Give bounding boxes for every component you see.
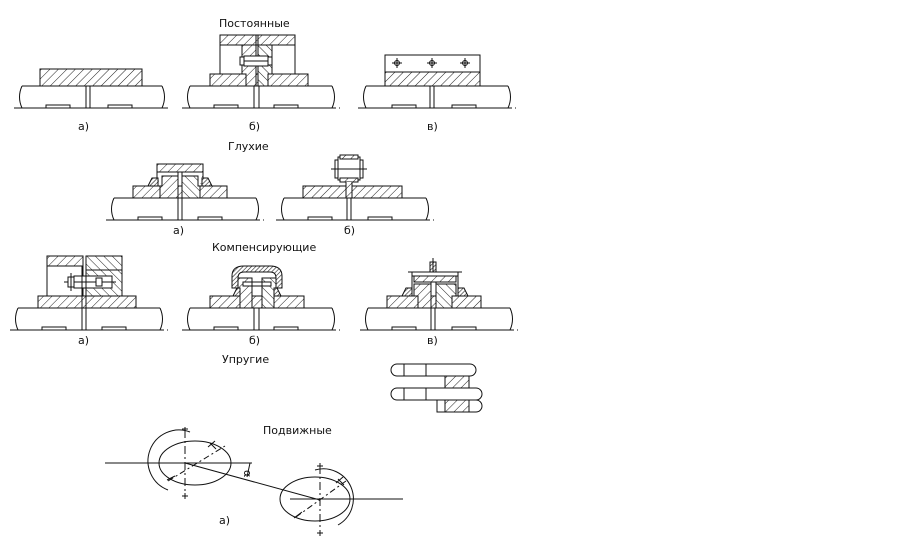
label-compensating-a: а) bbox=[78, 334, 89, 347]
heading-movable: Подвижные bbox=[263, 424, 332, 437]
label-rigid-a: а) bbox=[173, 224, 184, 237]
compensating-a-drawing bbox=[10, 255, 168, 331]
label-permanent-v: в) bbox=[427, 120, 438, 133]
label-rigid-b: б) bbox=[344, 224, 355, 237]
heading-elastic: Упругие bbox=[222, 353, 269, 366]
universal-joint-drawing bbox=[105, 427, 403, 536]
elastic-elements-drawing bbox=[390, 363, 483, 413]
permanent-a-drawing bbox=[14, 68, 170, 109]
heading-rigid: Глухие bbox=[228, 140, 269, 153]
label-permanent-a: а) bbox=[78, 120, 89, 133]
label-permanent-b: б) bbox=[249, 120, 260, 133]
label-movable-a: а) bbox=[219, 514, 230, 527]
label-compensating-b: б) bbox=[249, 334, 260, 347]
permanent-b-drawing bbox=[182, 34, 340, 109]
rigid-a-drawing bbox=[106, 163, 264, 221]
compensating-b-drawing bbox=[182, 265, 340, 331]
heading-compensating: Компенсирующие bbox=[212, 241, 316, 254]
label-compensating-v: в) bbox=[427, 334, 438, 347]
permanent-v-drawing bbox=[358, 54, 516, 109]
rigid-b-drawing bbox=[276, 154, 434, 221]
angle-alpha-label: α bbox=[241, 470, 254, 477]
compensating-v-drawing bbox=[360, 258, 518, 331]
heading-permanent: Постоянные bbox=[219, 17, 290, 30]
